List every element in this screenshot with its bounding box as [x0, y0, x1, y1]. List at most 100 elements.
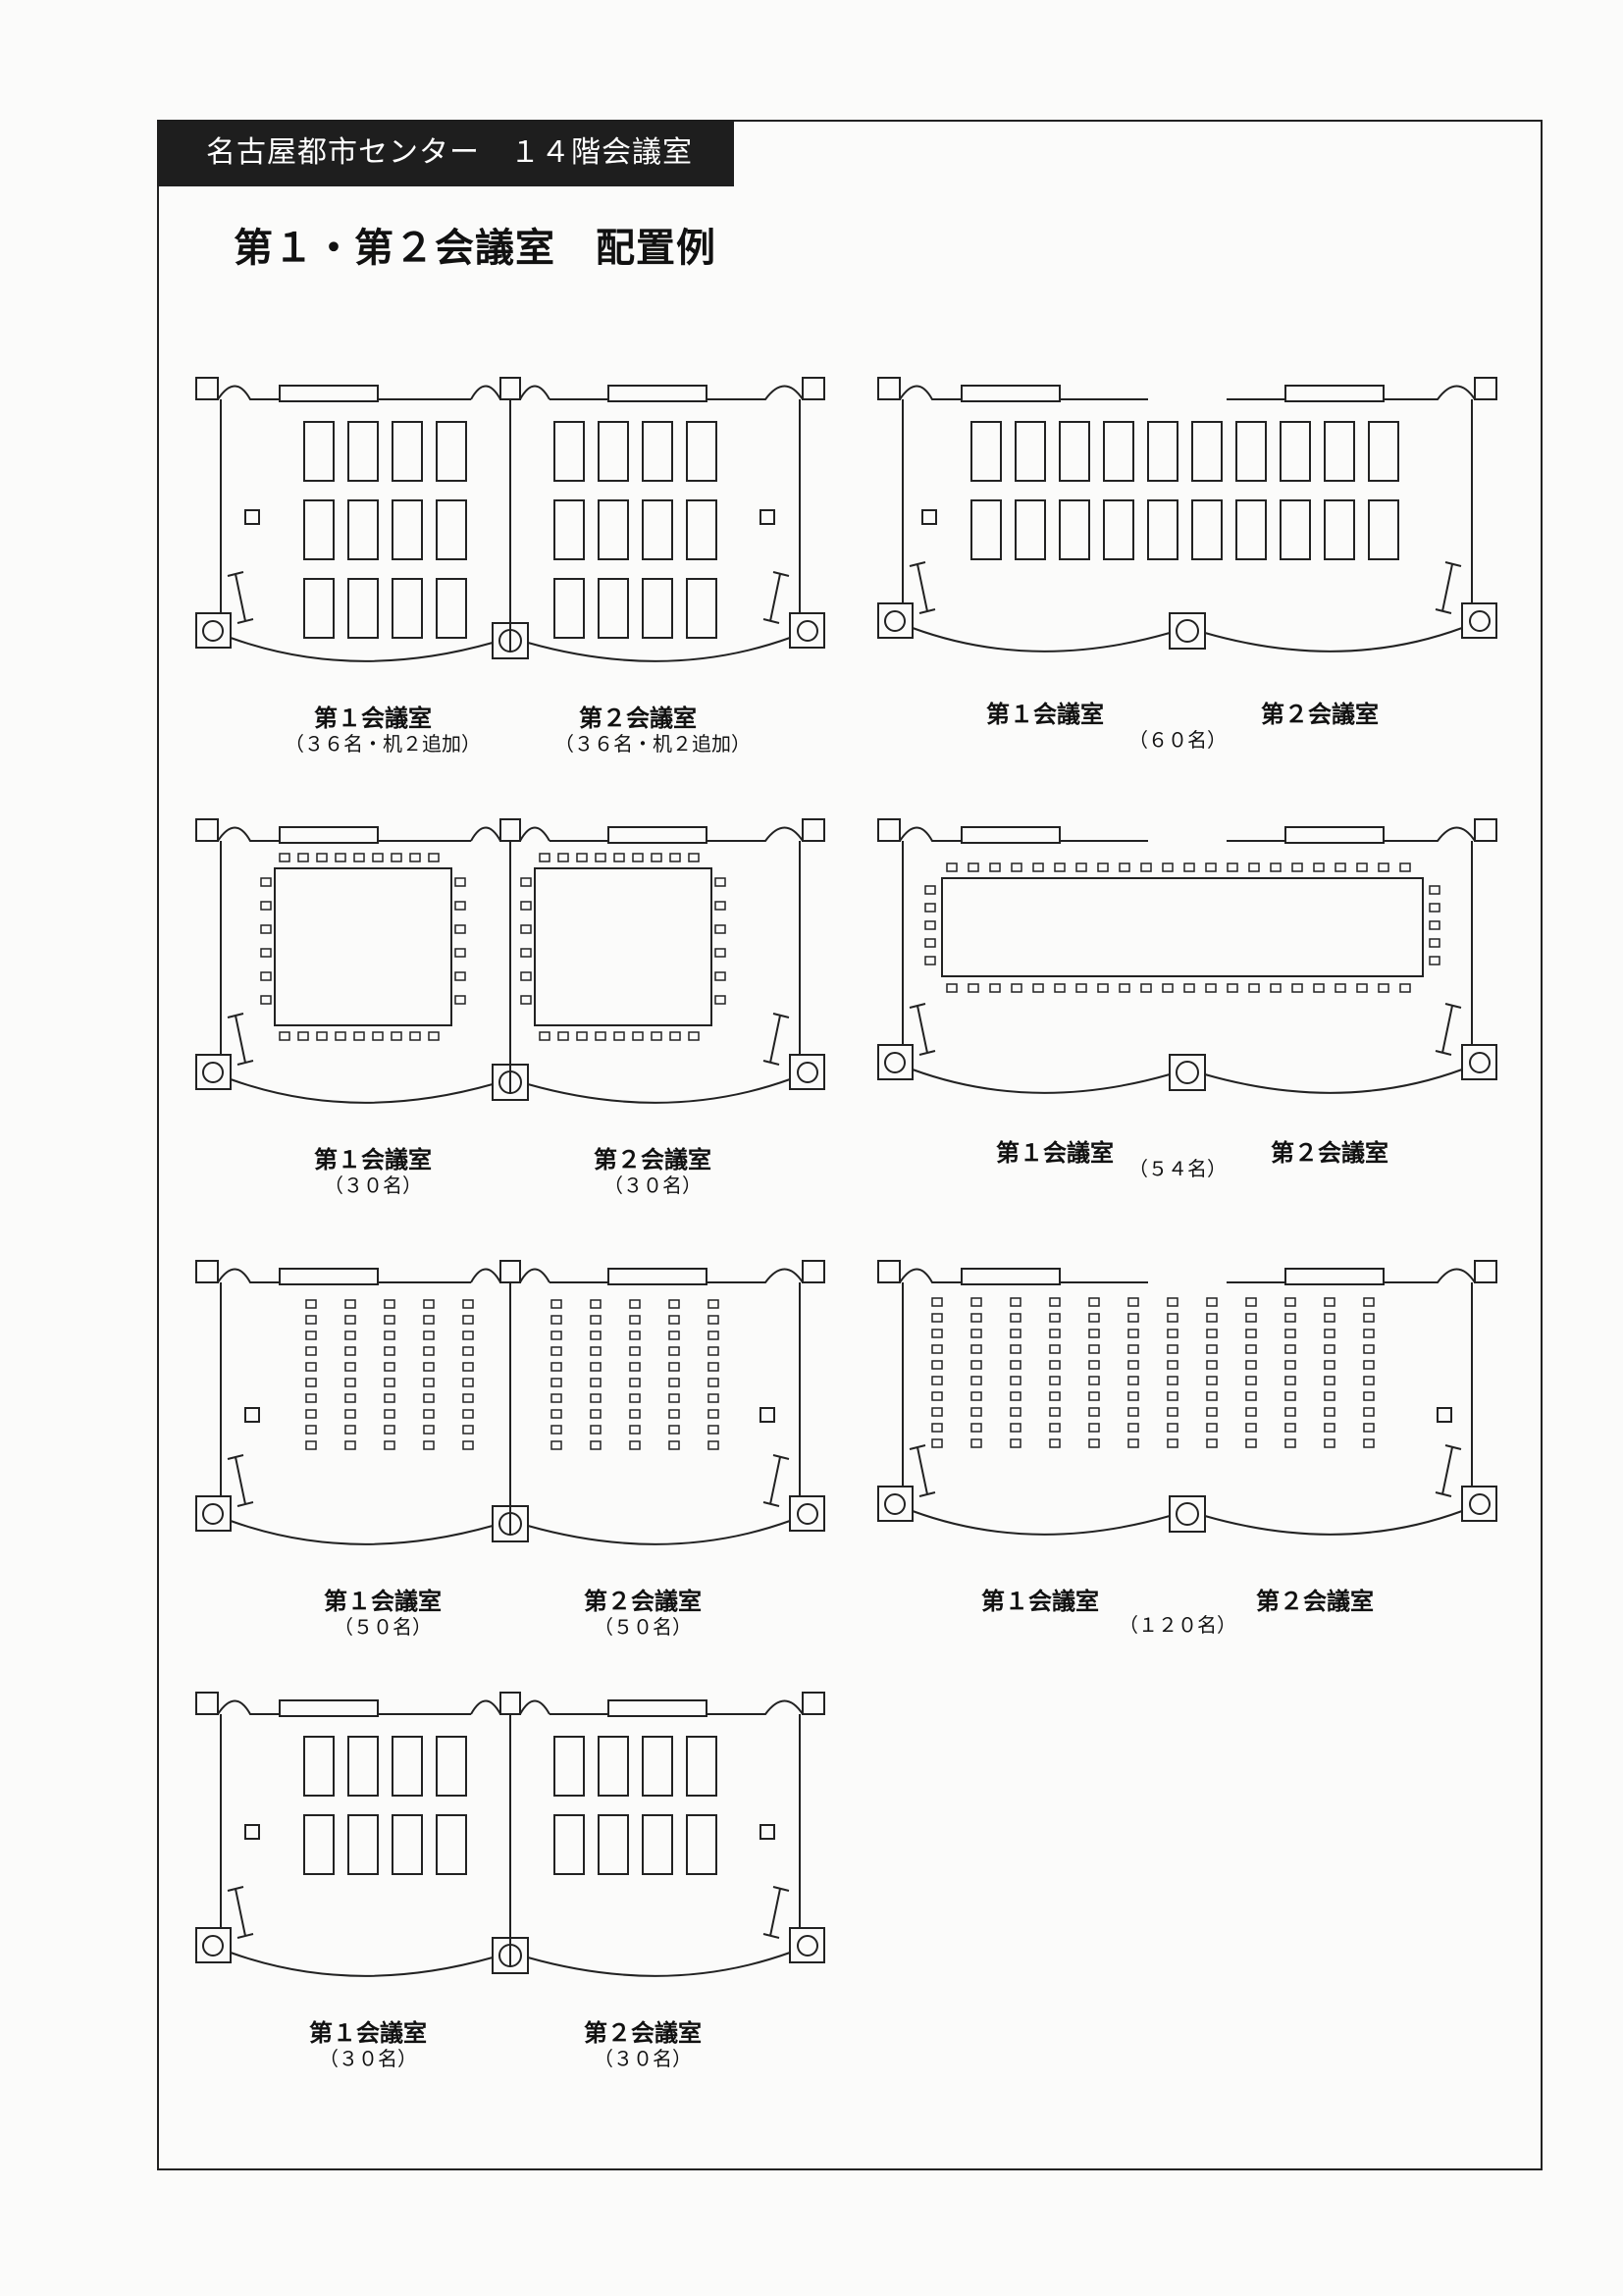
column-circle — [797, 1503, 818, 1525]
chair — [423, 1346, 435, 1356]
room1-capacity: （３０名） — [324, 1174, 422, 1197]
desk — [642, 578, 673, 639]
whiteboard — [227, 1013, 254, 1066]
column — [789, 612, 825, 649]
pillar — [499, 377, 521, 400]
desk — [392, 499, 423, 560]
chair — [1010, 1297, 1021, 1307]
chair — [1206, 1360, 1218, 1370]
chair — [384, 1346, 395, 1356]
chair — [353, 853, 365, 862]
chair — [924, 956, 936, 965]
column — [195, 1054, 232, 1090]
chair — [1140, 983, 1152, 993]
chair — [1167, 1376, 1178, 1385]
desk — [553, 578, 585, 639]
column-circle — [797, 620, 818, 642]
window — [607, 826, 707, 844]
column — [1169, 1495, 1206, 1533]
whiteboard — [227, 1454, 254, 1507]
chair — [1167, 1391, 1178, 1401]
chair — [384, 1393, 395, 1403]
chair — [454, 971, 466, 981]
desk — [392, 421, 423, 482]
combined-capacity: （１２０名） — [1119, 1613, 1236, 1637]
chair — [1088, 1329, 1100, 1338]
room1-capacity: （３６名・机２追加） — [285, 732, 481, 756]
chair — [454, 948, 466, 958]
chair — [1324, 1344, 1335, 1354]
chair — [688, 1031, 700, 1041]
chair — [520, 924, 532, 934]
desk — [392, 1736, 423, 1797]
chair — [1227, 983, 1238, 993]
chair — [423, 1409, 435, 1419]
chair — [384, 1378, 395, 1387]
chair — [305, 1362, 317, 1372]
chair — [1291, 983, 1303, 993]
chair — [1284, 1423, 1296, 1433]
chair — [668, 1409, 680, 1419]
curved-wall — [912, 1510, 1463, 1536]
chair — [1167, 1313, 1178, 1323]
chair — [1010, 1391, 1021, 1401]
chair — [968, 862, 979, 872]
floor-plan-5 — [195, 1260, 825, 1545]
chair — [707, 1425, 719, 1435]
chair — [1167, 1407, 1178, 1417]
chair — [1010, 1423, 1021, 1433]
chair — [1075, 983, 1087, 993]
chair — [629, 1409, 641, 1419]
chair — [1049, 1376, 1061, 1385]
chair — [409, 853, 421, 862]
column-circle — [202, 1503, 224, 1525]
whiteboard — [1435, 1003, 1462, 1056]
chair — [1324, 1329, 1335, 1338]
chair — [1010, 1407, 1021, 1417]
chair — [1049, 1360, 1061, 1370]
chair — [970, 1360, 982, 1370]
chair — [1097, 862, 1109, 872]
chair — [576, 853, 588, 862]
chair — [931, 1313, 943, 1323]
desk — [970, 421, 1002, 482]
column-circle — [202, 1062, 224, 1083]
chair — [629, 1346, 641, 1356]
column-circle — [884, 1052, 906, 1073]
chair — [454, 901, 466, 911]
chair — [316, 853, 328, 862]
chair — [1363, 1329, 1375, 1338]
projector-box — [759, 1407, 775, 1423]
chair — [1127, 1360, 1139, 1370]
projector-box — [244, 509, 260, 525]
desk — [303, 499, 335, 560]
chair — [1284, 1313, 1296, 1323]
chair — [590, 1315, 602, 1325]
chair — [970, 1407, 982, 1417]
chair — [629, 1425, 641, 1435]
chair — [924, 903, 936, 913]
chair — [1324, 1423, 1335, 1433]
chair — [305, 1315, 317, 1325]
column — [789, 1495, 825, 1532]
chair — [1049, 1423, 1061, 1433]
chair — [1363, 1344, 1375, 1354]
chair — [707, 1393, 719, 1403]
chair — [305, 1331, 317, 1340]
page-title: 第１・第２会議室 配置例 — [234, 226, 716, 271]
chair — [1284, 1407, 1296, 1417]
chair — [344, 1331, 356, 1340]
wall — [899, 1268, 942, 1283]
chair — [260, 877, 272, 887]
chair — [931, 1297, 943, 1307]
hollow-table — [941, 877, 1424, 977]
chair — [1363, 1360, 1375, 1370]
chair — [970, 1391, 982, 1401]
chair — [297, 1031, 309, 1041]
wall — [217, 1268, 260, 1283]
hollow-table — [274, 867, 452, 1026]
floor-plan-2 — [877, 377, 1497, 652]
chair — [550, 1409, 562, 1419]
desk — [553, 499, 585, 560]
chair — [1032, 862, 1044, 872]
